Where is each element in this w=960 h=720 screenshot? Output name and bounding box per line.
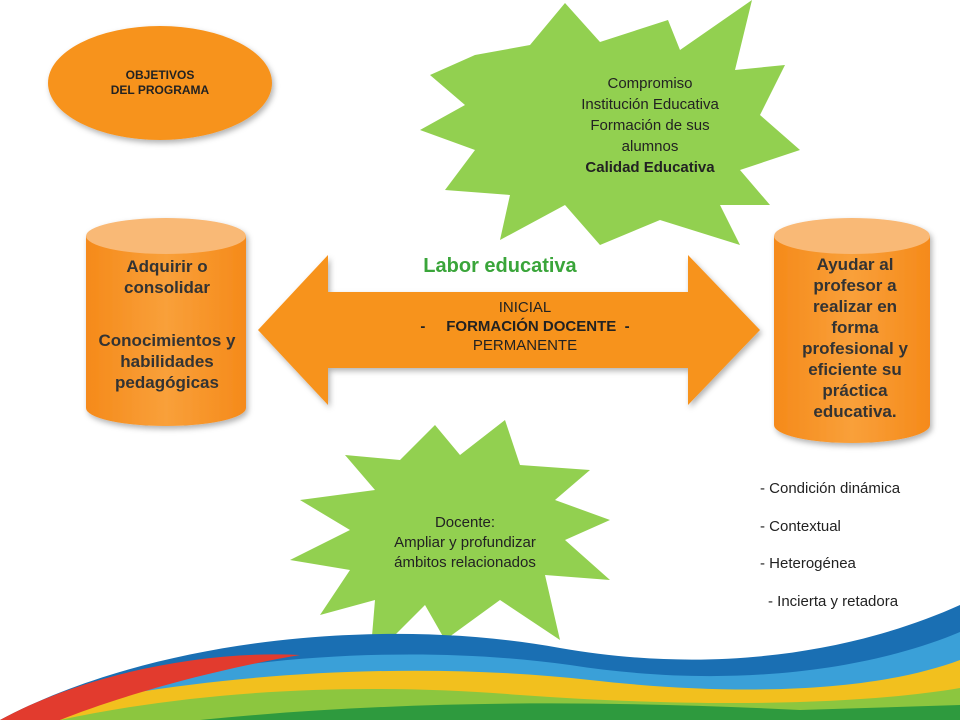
star-bottom-shape bbox=[290, 420, 610, 660]
characteristic-item: - Heterogénea bbox=[760, 555, 856, 572]
cylinder-left-label: Adquirir o consolidar Conocimientos y ha… bbox=[88, 256, 246, 393]
cylinder-right-line: práctica bbox=[822, 381, 888, 400]
cylinder-right-line: eficiente su bbox=[808, 360, 902, 379]
cylinder-left-line: Conocimientos y bbox=[98, 331, 236, 350]
decorative-swooshes bbox=[0, 605, 960, 720]
objetivos-label: OBJETIVOS DEL PROGRAMA bbox=[55, 68, 265, 98]
cylinder-right-line: profesor a bbox=[813, 276, 897, 295]
characteristic-item: - Contextual bbox=[760, 517, 841, 535]
cylinder-left-line: habilidades bbox=[120, 352, 214, 371]
star-top-shape bbox=[420, 0, 800, 245]
star-top-line2: Institución Educativa bbox=[581, 96, 719, 113]
cylinder-right-line: profesional y bbox=[802, 339, 908, 358]
objetivos-line2: DEL PROGRAMA bbox=[110, 83, 210, 97]
arrow-line3: PERMANENTE bbox=[472, 337, 578, 354]
objetivos-line1: OBJETIVOS bbox=[125, 68, 195, 82]
star-top-line4: alumnos bbox=[621, 138, 679, 155]
star-top-line3: Formación de sus bbox=[590, 117, 710, 134]
characteristic-item: - Condición dinámica bbox=[760, 480, 901, 497]
cylinder-right-line: Ayudar al bbox=[816, 255, 894, 274]
cylinder-right-line: realizar en bbox=[812, 297, 898, 316]
cylinder-right-label: Ayudar al profesor a realizar en forma p… bbox=[780, 254, 930, 422]
star-top-label: Compromiso Institución Educativa Formaci… bbox=[535, 73, 765, 178]
characteristic-item: - Incierta y retadora bbox=[768, 592, 899, 610]
arrow-line2: - FORMACIÓN DOCENTE - bbox=[420, 318, 630, 335]
cylinder-right-line: forma bbox=[831, 318, 879, 337]
cylinder-left-line: consolidar bbox=[124, 278, 210, 297]
arrow-line1: INICIAL bbox=[498, 299, 552, 316]
cylinder-left-line: pedagógicas bbox=[115, 373, 219, 392]
double-arrow bbox=[258, 255, 760, 405]
cylinder-left-line: Adquirir o bbox=[126, 257, 208, 276]
star-top-line1: Compromiso bbox=[607, 75, 693, 92]
characteristics-list: - Condición dinámica - Contextual - Hete… bbox=[760, 480, 955, 630]
cylinder-right-line: educativa. bbox=[813, 402, 897, 421]
arrow-label: INICIAL - FORMACIÓN DOCENTE - PERMANENTE bbox=[330, 298, 720, 355]
objetivos-oval bbox=[48, 26, 272, 140]
star-bottom-line1: Docente: bbox=[434, 514, 496, 531]
star-top-line5: Calidad Educativa bbox=[585, 159, 715, 176]
star-bottom-label: Docente: Ampliar y profundizar ámbitos r… bbox=[360, 513, 570, 573]
cylinder-right bbox=[774, 218, 930, 443]
cylinder-left bbox=[86, 218, 246, 426]
diagram-title: Labor educativa bbox=[423, 255, 577, 277]
star-bottom-line2: Ampliar y profundizar bbox=[394, 534, 536, 551]
star-bottom-line3: ámbitos relacionados bbox=[394, 554, 536, 571]
